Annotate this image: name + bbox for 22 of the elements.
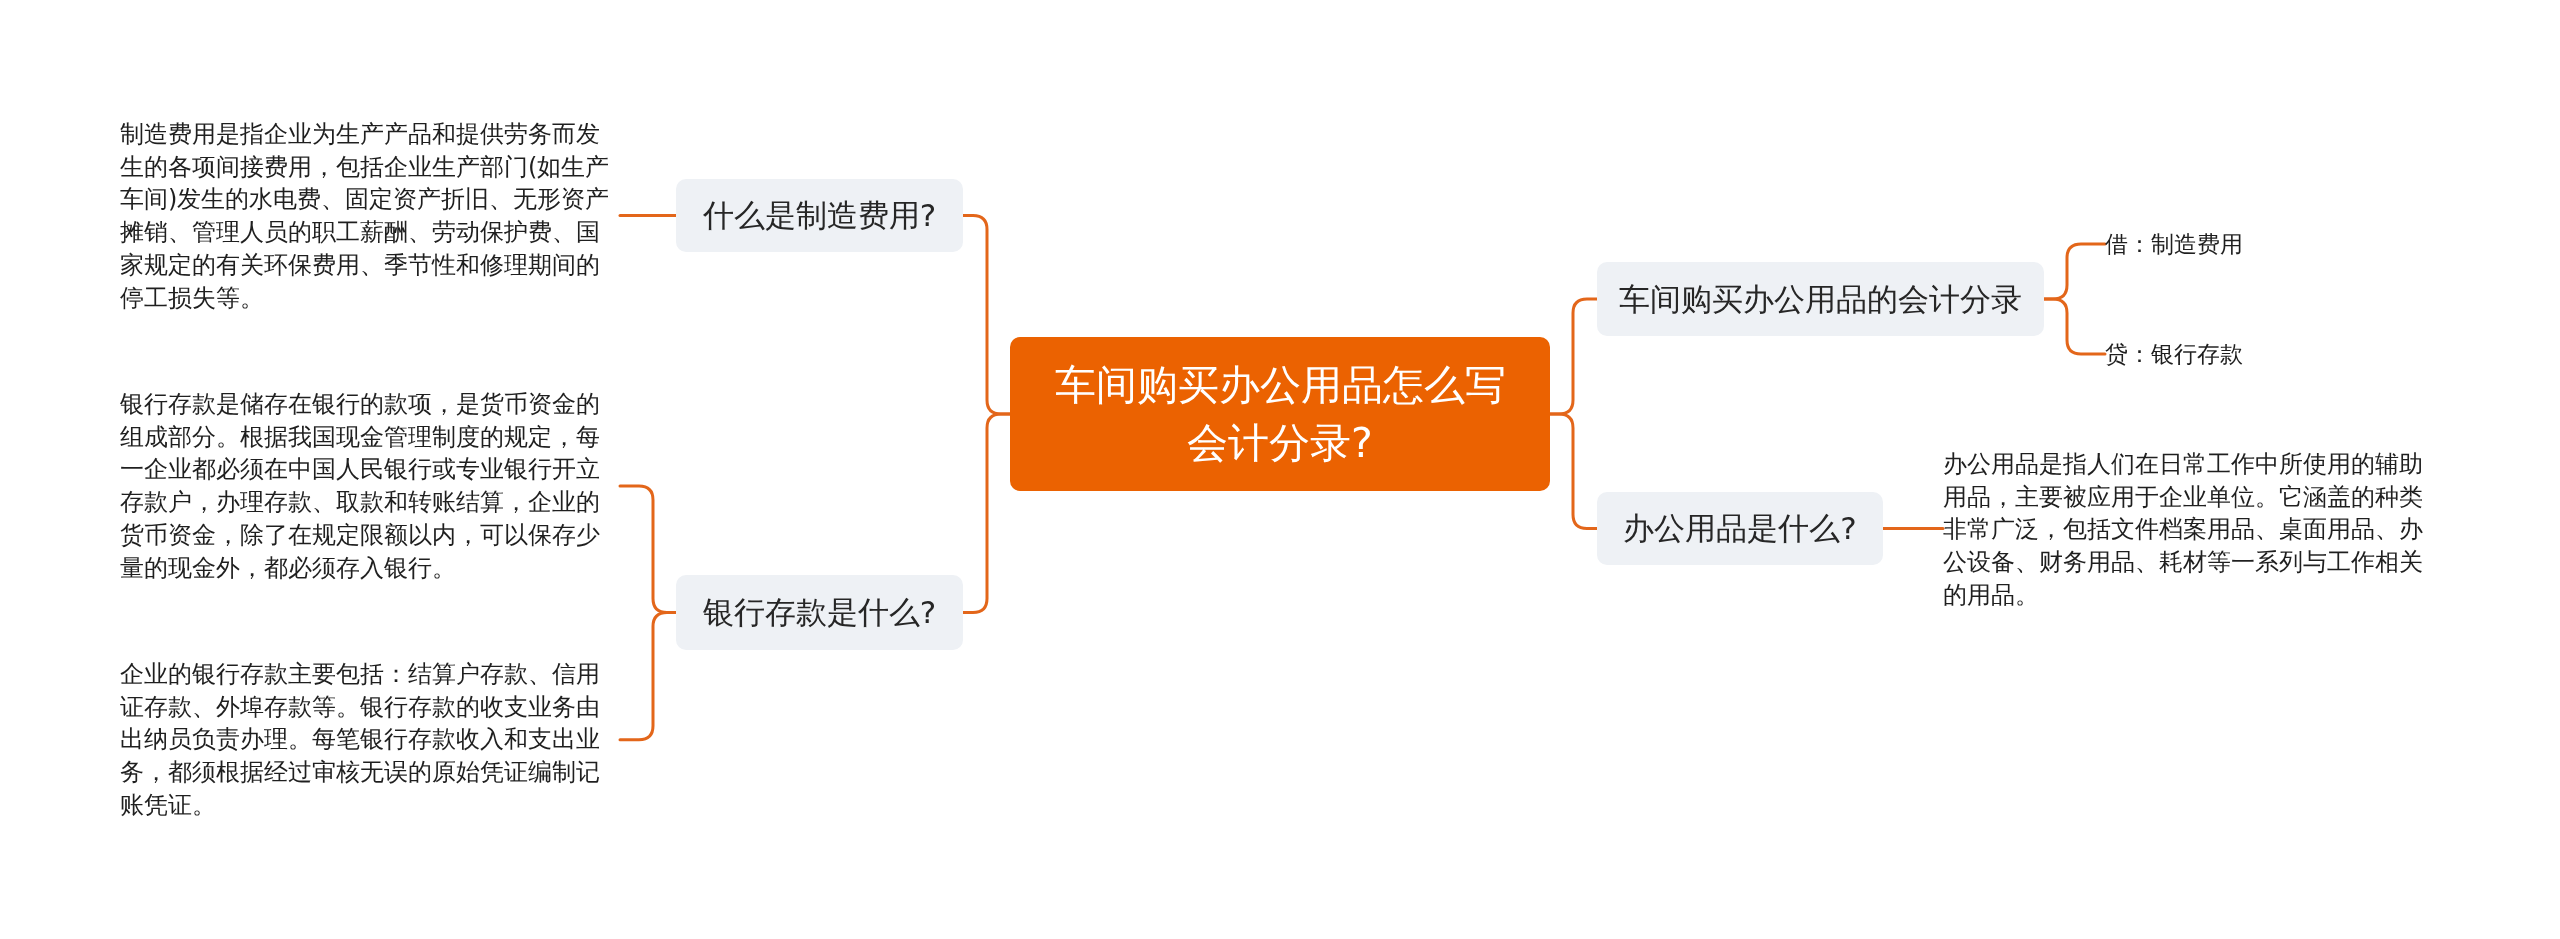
connector-line xyxy=(2042,297,2107,356)
topic-text: 办公用品是什么? xyxy=(1623,509,1857,549)
connector-line xyxy=(618,214,678,217)
connector-line xyxy=(1548,412,1599,530)
note-text: 银行存款是储存在银行的款项，是货币资金的组成部分。根据我国现金管理制度的规定，每一企业都必须在中国人民银行或专业银行开立存款户，办理存款、取款和转账结算，企业的货币资金，除了在规定限额以内，可以保存少量的现金外，都必须存入银行。 xyxy=(120,388,620,585)
topic-text: 什么是制造费用? xyxy=(702,196,937,236)
topic-box xyxy=(676,179,963,252)
note-text: 制造费用是指企业为生产产品和提供劳务而发生的各项间接费用，包括企业生产部门(如生产车间)发生的水电费、固定资产折旧、无形资产摊销、管理人员的职工薪酬、劳动保护费、国家规定的有关环保费用、季节性和修理期间的停工损失等。 xyxy=(120,118,620,315)
topic-text: 车间购买办公用品的会计分录 xyxy=(1619,279,2022,319)
topic-text: 银行存款是什么? xyxy=(702,593,937,633)
central-topic-text: 车间购买办公用品怎么写会计分录? xyxy=(1053,359,1507,469)
connector-line xyxy=(961,412,1012,614)
note-text: 办公用品是指人们在日常工作中所使用的辅助用品，主要被应用于企业单位。它涵盖的种类非常广泛，包括文件档案用品、桌面用品、办公设备、财务用品、耗材等一系列与工作相关的用品。 xyxy=(1943,448,2443,612)
topic-box xyxy=(676,575,963,650)
note-text: 企业的银行存款主要包括：结算户存款、信用证存款、外埠存款等。银行存款的收支业务由出纳员负责办理。每笔银行存款收入和支出业务，都须根据经过审核无误的原始凭证编制记账凭证。 xyxy=(120,658,620,822)
entry-text: 贷：银行存款 xyxy=(2105,339,2243,369)
entry-text: 借：制造费用 xyxy=(2105,229,2243,259)
connector-line xyxy=(618,611,678,742)
central-topic-box xyxy=(1010,337,1550,491)
connector-line xyxy=(1881,527,1945,530)
topic-box xyxy=(1597,262,2044,336)
topic-box xyxy=(1597,492,1883,565)
